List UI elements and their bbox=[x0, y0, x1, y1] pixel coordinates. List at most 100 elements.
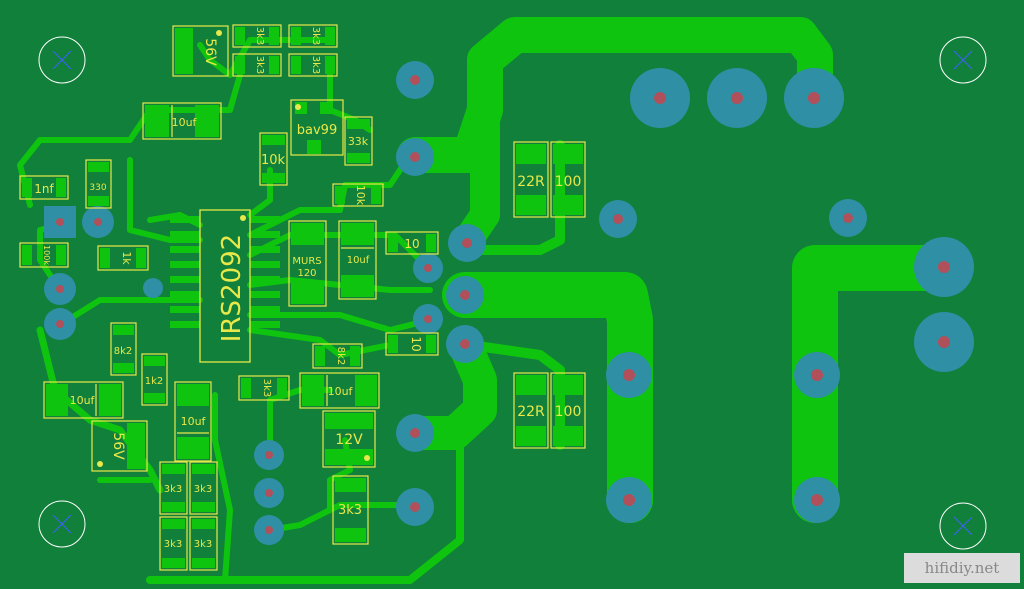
resistor-3k3-c-label: 3k3 bbox=[310, 27, 321, 46]
pad-9 bbox=[413, 304, 443, 334]
pad-17 bbox=[82, 206, 114, 238]
diode-murs-value: 120 bbox=[297, 268, 316, 279]
cap-1nf-label: 1nf bbox=[34, 182, 54, 196]
diode-murs-label: MURS bbox=[292, 256, 321, 267]
ic-pins bbox=[170, 216, 280, 328]
resistor-3k3-g: 3k3 bbox=[159, 516, 188, 571]
mounting-hole-bottom-right bbox=[939, 502, 987, 550]
pad-large-4 bbox=[914, 237, 974, 297]
pad-19 bbox=[44, 308, 76, 340]
pad-3 bbox=[599, 200, 637, 238]
pad-16 bbox=[44, 206, 76, 238]
signal-trace-14 bbox=[247, 327, 393, 358]
zener-56v-bottom-label: 56V bbox=[110, 432, 126, 460]
pad-4 bbox=[829, 199, 867, 237]
pad-18 bbox=[44, 273, 76, 305]
resistor-33k-label: 33k bbox=[348, 135, 369, 148]
resistor-10-top: 10 bbox=[385, 231, 439, 255]
cap-10uf-top-label: 10uf bbox=[172, 116, 198, 129]
resistor-10k-horizontal: 10k bbox=[332, 183, 384, 207]
mounting-hole-top-right bbox=[939, 36, 987, 84]
components: 56V 3k3 3k3 3k3 3k3 10uf bav99 33k 10k 1… bbox=[19, 24, 586, 571]
cap-10uf-right-label: 10uf bbox=[328, 385, 354, 398]
gate-trace-bottom bbox=[465, 340, 565, 450]
diode-bav99-label: bav99 bbox=[297, 123, 337, 138]
pad-8 bbox=[413, 253, 443, 283]
resistor-1k-label: 1k bbox=[120, 251, 133, 265]
power-trace-bottom bbox=[398, 328, 497, 450]
resistor-330-label: 330 bbox=[89, 183, 106, 193]
resistor-22r-bottom: 22R bbox=[513, 372, 549, 449]
resistor-3k3-d-label: 3k3 bbox=[310, 56, 321, 75]
pad-11 bbox=[396, 488, 434, 526]
zener-56v-bottom: 56V bbox=[91, 420, 148, 472]
resistor-3k3-c: 3k3 bbox=[288, 24, 338, 48]
resistor-100-bottom: 100 bbox=[550, 372, 586, 449]
resistor-100k: 100k bbox=[19, 242, 69, 268]
resistor-1k2: 1k2 bbox=[141, 353, 168, 406]
output-trace-right bbox=[792, 245, 968, 523]
mounting-holes bbox=[38, 36, 987, 550]
cap-10uf-left-label: 10uf bbox=[70, 394, 96, 407]
cap-1nf: 1nf bbox=[19, 175, 69, 200]
resistor-22r-top-label: 22R bbox=[517, 174, 545, 190]
resistor-3k3-h-label: 3k3 bbox=[194, 539, 213, 550]
pad-5 bbox=[448, 224, 486, 262]
resistor-3k3-center-label: 3k3 bbox=[261, 379, 272, 398]
resistor-8k2-right-label: 8k2 bbox=[335, 347, 346, 366]
cap-10uf-top: 10uf bbox=[142, 102, 222, 140]
resistor-3k3-b-label: 3k3 bbox=[254, 56, 265, 75]
resistor-3k3-f: 3k3 bbox=[189, 461, 218, 515]
cap-10uf-mid: 10uf bbox=[338, 220, 377, 300]
resistor-3k3-g-label: 3k3 bbox=[164, 539, 183, 550]
diode-bav99: bav99 bbox=[290, 99, 344, 156]
pad-large-1 bbox=[630, 68, 690, 128]
resistor-22r-bottom-label: 22R bbox=[517, 404, 545, 420]
signal-trace-6 bbox=[36, 326, 164, 494]
gate-trace-top bbox=[465, 140, 565, 255]
resistor-10k-vertical-label: 10k bbox=[261, 153, 286, 168]
cap-10uf-mid-label: 10uf bbox=[347, 255, 370, 266]
resistor-3k3-a: 3k3 bbox=[232, 24, 282, 48]
signal-trace-1 bbox=[17, 72, 243, 208]
pad-22 bbox=[254, 478, 284, 508]
pad-21 bbox=[254, 440, 284, 470]
resistor-3k3-f-label: 3k3 bbox=[194, 484, 213, 495]
pads bbox=[44, 61, 974, 545]
zener-56v-top: 56V bbox=[172, 25, 229, 77]
resistor-3k3-bottom: 3k3 bbox=[332, 475, 369, 545]
resistor-1k: 1k bbox=[97, 245, 149, 271]
pad-23 bbox=[254, 515, 284, 545]
mounting-hole-bottom-left bbox=[38, 500, 86, 548]
signal-trace-4 bbox=[127, 157, 203, 243]
pad-15 bbox=[794, 477, 840, 523]
signal-trace-9 bbox=[146, 441, 464, 584]
pad-14 bbox=[794, 352, 840, 398]
resistor-8k2-right: 8k2 bbox=[312, 343, 363, 369]
zener-12v-label: 12V bbox=[335, 432, 363, 448]
signal-trace-8 bbox=[212, 392, 233, 583]
pad-7 bbox=[446, 325, 484, 363]
pad-large-2 bbox=[707, 68, 767, 128]
ic-label: IRS2092 bbox=[217, 234, 247, 342]
resistor-100k-label: 100k bbox=[42, 245, 51, 265]
pad-1 bbox=[396, 61, 434, 99]
resistor-3k3-e-label: 3k3 bbox=[164, 484, 183, 495]
resistor-3k3-bottom-label: 3k3 bbox=[338, 503, 362, 518]
resistor-3k3-d: 3k3 bbox=[288, 53, 338, 77]
resistor-3k3-center: 3k3 bbox=[238, 375, 290, 401]
resistor-10k-horizontal-label: 10k bbox=[354, 185, 367, 206]
cap-10uf-bottom: 10uf bbox=[174, 381, 212, 462]
signal-trace-13 bbox=[247, 312, 433, 333]
mounting-hole-top-left bbox=[38, 36, 86, 84]
zener-56v-top-label: 56V bbox=[202, 38, 218, 66]
pad-large-3 bbox=[784, 68, 844, 128]
resistor-10k-vertical: 10k bbox=[259, 132, 288, 186]
resistor-8k2-left: 8k2 bbox=[110, 322, 137, 376]
resistor-1k2-label: 1k2 bbox=[145, 376, 164, 387]
power-trace-top-drop bbox=[453, 95, 500, 255]
pad-13 bbox=[606, 477, 652, 523]
watermark: hifidiy.net bbox=[904, 553, 1020, 583]
